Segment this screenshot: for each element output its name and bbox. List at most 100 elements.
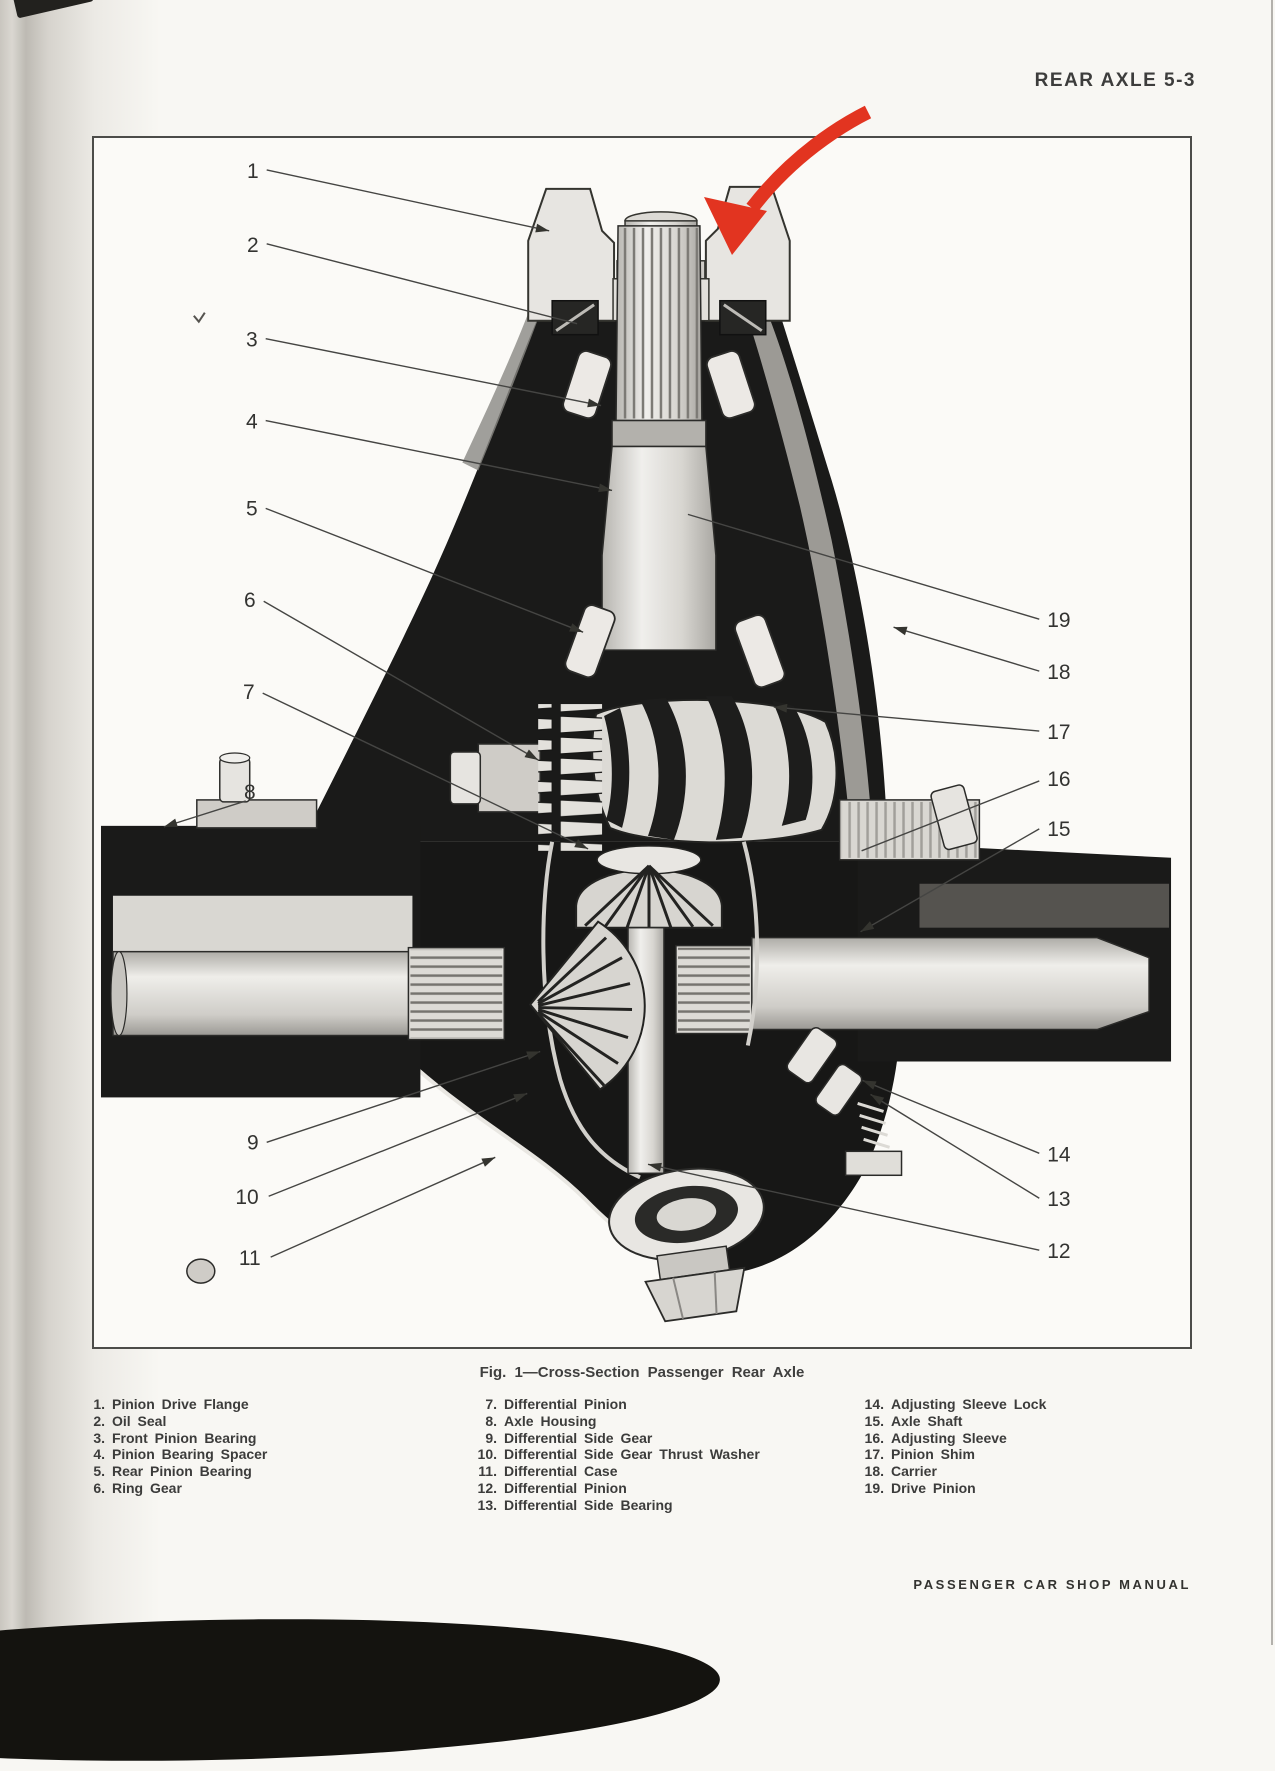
legend-item: 10.Differential Side Gear Thrust Washer bbox=[462, 1446, 760, 1463]
callout-arrowhead bbox=[526, 1051, 541, 1060]
differential-pinion-gear bbox=[575, 845, 723, 929]
legend-item: 11. Differential Case bbox=[462, 1463, 760, 1480]
legend-item: 12. Differential Pinion bbox=[462, 1480, 760, 1497]
legend-item-number: 1. bbox=[93, 1396, 105, 1412]
differential-assembly bbox=[186, 784, 981, 1323]
callout-leader-line bbox=[266, 169, 550, 232]
legend-item: 15.Axle Shaft bbox=[849, 1413, 1046, 1430]
legend-item: 7.Differential Pinion bbox=[462, 1396, 760, 1413]
callout-arrowhead bbox=[513, 1093, 528, 1103]
callout-arrowhead bbox=[773, 703, 788, 713]
legend-item-number: 8. bbox=[485, 1412, 497, 1429]
callout-arrowhead bbox=[598, 483, 613, 493]
legend-item-label: Adjusting Sleeve Lock bbox=[891, 1396, 1047, 1412]
legend-item-number: 19. bbox=[864, 1479, 884, 1496]
legend-item-label: Pinion Bearing Spacer bbox=[112, 1446, 268, 1463]
legend-item: 18.Carrier bbox=[849, 1463, 1046, 1480]
legend-item: 3. Front Pinion Bearing bbox=[75, 1430, 267, 1447]
differential-case-wall-right bbox=[741, 841, 760, 1046]
callout-number: 4 bbox=[246, 411, 258, 434]
drive-pinion-gear bbox=[591, 696, 838, 844]
callout-leader-line bbox=[262, 692, 589, 850]
callout-number: 18 bbox=[1047, 661, 1070, 684]
callout-leader-line bbox=[687, 513, 1040, 620]
callout-number: 7 bbox=[243, 681, 255, 704]
callout-arrowhead bbox=[569, 623, 584, 633]
legend-item-label: Ring Gear bbox=[112, 1479, 182, 1496]
callout-number: 8 bbox=[244, 781, 256, 804]
legend-item-number: 13. bbox=[477, 1496, 497, 1513]
legend-item-label: Rear Pinion Bearing bbox=[112, 1463, 252, 1480]
legend-item-number: 16. bbox=[864, 1429, 884, 1446]
legend-item: 14. Adjusting Sleeve Lock bbox=[849, 1396, 1047, 1413]
callout-leader-line bbox=[647, 1163, 1040, 1251]
legend-item: 5. Rear Pinion Bearing bbox=[75, 1463, 267, 1480]
page-title: REAR AXLE 5-3 bbox=[1034, 70, 1196, 91]
legend-item-label: Oil Seal bbox=[112, 1412, 167, 1429]
oil-seals bbox=[551, 299, 767, 336]
legend-item-number: 17. bbox=[864, 1446, 884, 1463]
callout-leader-line bbox=[270, 1156, 496, 1258]
callout-leader-line bbox=[266, 243, 578, 325]
legend-item-number: 5. bbox=[93, 1463, 105, 1480]
legend-item-label: Pinion Shim bbox=[891, 1446, 975, 1463]
front-pinion-bearings bbox=[562, 350, 756, 420]
legend-item-number: 11. bbox=[478, 1463, 497, 1480]
legend-item-number: 14. bbox=[864, 1396, 884, 1412]
callout-arrowhead bbox=[481, 1157, 496, 1167]
callout-number: 19 bbox=[1047, 609, 1070, 632]
callout-leader-line bbox=[773, 706, 1040, 732]
callout-number: 14 bbox=[1047, 1143, 1071, 1166]
axle-shaft-left-splines bbox=[407, 946, 505, 1041]
legend-item-label: Axle Housing bbox=[504, 1412, 597, 1429]
legend-item-label: Pinion Drive Flange bbox=[112, 1396, 249, 1412]
differential-side-gear bbox=[528, 920, 646, 1091]
legend-item: 8. Axle Housing bbox=[462, 1413, 760, 1430]
scan-corner-artifact bbox=[12, 0, 94, 19]
callout-number: 6 bbox=[244, 589, 256, 612]
drive-pinion-shaft bbox=[527, 185, 791, 689]
adjusting-sleeve-lock bbox=[844, 1101, 903, 1177]
callout-leader-line bbox=[862, 1079, 1040, 1154]
legend-item: 9.Differential Side Gear bbox=[462, 1430, 760, 1447]
callout-arrowhead bbox=[860, 921, 875, 932]
legend-item-label: Differential Side Bearing bbox=[504, 1496, 673, 1513]
callout-number: 17 bbox=[1047, 721, 1070, 744]
callout-leader-line bbox=[893, 626, 1040, 672]
callout-number: 2 bbox=[247, 234, 259, 257]
callout-number: 15 bbox=[1047, 818, 1070, 841]
callout-leader-line bbox=[265, 507, 584, 633]
callout-leader-line bbox=[163, 800, 246, 828]
legend-item-label: Differential Case bbox=[504, 1463, 618, 1480]
legend-item-number: 3. bbox=[93, 1429, 105, 1446]
differential-case-wall-left bbox=[541, 841, 641, 1180]
callout-arrowhead bbox=[862, 1080, 877, 1090]
legend-item-label: Front Pinion Bearing bbox=[112, 1429, 257, 1446]
callout-leader-line bbox=[268, 1092, 528, 1197]
legend-item-number: 12. bbox=[477, 1479, 497, 1496]
legend-item-number: 15. bbox=[864, 1412, 884, 1429]
callout-number: 16 bbox=[1047, 768, 1070, 791]
legend-item-label: Differential Side Gear Thrust Washer bbox=[504, 1446, 760, 1463]
differential-side-bearing-right bbox=[786, 1027, 863, 1116]
legend-item-label: Differential Pinion bbox=[504, 1479, 627, 1496]
callout-leader-line bbox=[860, 828, 1040, 933]
legend-item: 19.Drive Pinion bbox=[849, 1480, 1046, 1497]
legend-item-number: 2. bbox=[93, 1412, 105, 1429]
callout-arrowhead bbox=[587, 398, 602, 408]
callout-number: 12 bbox=[1047, 1240, 1070, 1263]
callout-leader-line bbox=[266, 1050, 541, 1144]
legend-item-number: 9. bbox=[485, 1429, 497, 1446]
callout-number: 3 bbox=[246, 329, 258, 352]
drain-plug bbox=[608, 1167, 765, 1323]
callout-leader-line bbox=[861, 780, 1040, 852]
figure-caption: Fig. 1—Cross-Section Passenger Rear Axle bbox=[479, 1364, 805, 1381]
callout-arrowhead bbox=[870, 1094, 885, 1106]
legend-item: 4.Pinion Bearing Spacer bbox=[75, 1446, 267, 1463]
callout-arrowhead bbox=[893, 626, 908, 636]
legend-item-label: Differential Pinion bbox=[504, 1396, 627, 1412]
callout-arrowhead bbox=[163, 818, 178, 828]
rear-pinion-bearings bbox=[564, 604, 786, 689]
